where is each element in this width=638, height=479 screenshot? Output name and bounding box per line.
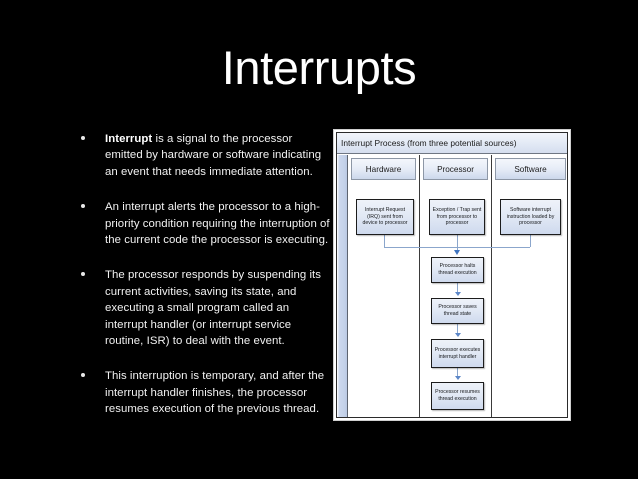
swimlane-header-processor: Processor xyxy=(423,158,488,180)
bullet-dot-icon xyxy=(81,136,85,140)
flow-box-processor-executes: Processor executes interrupt handler xyxy=(431,339,484,368)
swimlane-label-strip xyxy=(337,155,348,417)
swimlane-header-hardware: Hardware xyxy=(351,158,416,180)
bullet-rest-3: The processor responds by suspending its… xyxy=(105,269,322,348)
bullet-rest-2: An interrupt alerts the processor to a h… xyxy=(105,201,330,247)
bullet-dot-icon xyxy=(81,204,85,209)
arrow-into-saves-icon xyxy=(454,292,461,296)
bullet-item-4: This interruption is temporary, and afte… xyxy=(74,368,332,417)
bullet-dot-icon xyxy=(81,373,85,378)
swimlane-header-software: Software xyxy=(495,158,566,180)
connector-software-down xyxy=(530,235,531,247)
bullet-list: Interrupt is a signal to the processor e… xyxy=(74,131,332,418)
flow-box-processor-saves: Processor saves thread state xyxy=(431,298,484,324)
bullet-text-3: The processor responds by suspending its… xyxy=(105,267,332,349)
flow-box-processor-halts: Processor halts thread execution xyxy=(431,257,484,283)
flow-box-software-interrupt: Software interrupt instruction loaded by… xyxy=(500,199,561,235)
swimlane-hardware: Hardware xyxy=(348,155,420,417)
flow-box-exception-trap: Exception / Trap sent from processor to … xyxy=(429,199,485,235)
bullet-item-1: Interrupt is a signal to the processor e… xyxy=(74,131,332,180)
bullet-item-3: The processor responds by suspending its… xyxy=(74,267,332,349)
connector-halts-to-saves xyxy=(457,283,458,293)
arrow-into-halts-icon xyxy=(454,250,460,255)
swimlane-software: Software xyxy=(492,155,569,417)
diagram-frame: Interrupt Process (from three potential … xyxy=(336,132,568,418)
connector-saves-to-executes xyxy=(457,324,458,334)
arrow-into-resumes-icon xyxy=(454,376,461,380)
bullet-text-2: An interrupt alerts the processor to a h… xyxy=(105,199,332,248)
connector-executes-to-resumes xyxy=(457,368,458,377)
connector-irq-down xyxy=(384,235,385,247)
diagram-title: Interrupt Process (from three potential … xyxy=(337,133,567,154)
bullet-text-4: This interruption is temporary, and afte… xyxy=(105,368,332,417)
bullet-text-1: Interrupt is a signal to the processor e… xyxy=(105,131,332,180)
interrupt-process-diagram: Interrupt Process (from three potential … xyxy=(333,129,571,421)
bullet-dot-icon xyxy=(81,272,85,277)
bullet-item-2: An interrupt alerts the processor to a h… xyxy=(74,199,332,248)
arrow-into-executes-icon xyxy=(454,333,461,337)
swimlane-processor: Processor xyxy=(420,155,492,417)
flow-box-interrupt-request: Interrupt Request (IRQ) sent from device… xyxy=(356,199,414,235)
flow-box-processor-resumes: Processor resumes thread execution xyxy=(431,382,484,410)
page-title: Interrupts xyxy=(221,41,417,94)
bullet-lead-1: Interrupt xyxy=(105,133,153,145)
connector-exception-down xyxy=(457,235,458,251)
bullet-rest-4: This interruption is temporary, and afte… xyxy=(105,370,325,416)
bullet-rest-1: is a signal to the processor emitted by … xyxy=(105,133,322,178)
